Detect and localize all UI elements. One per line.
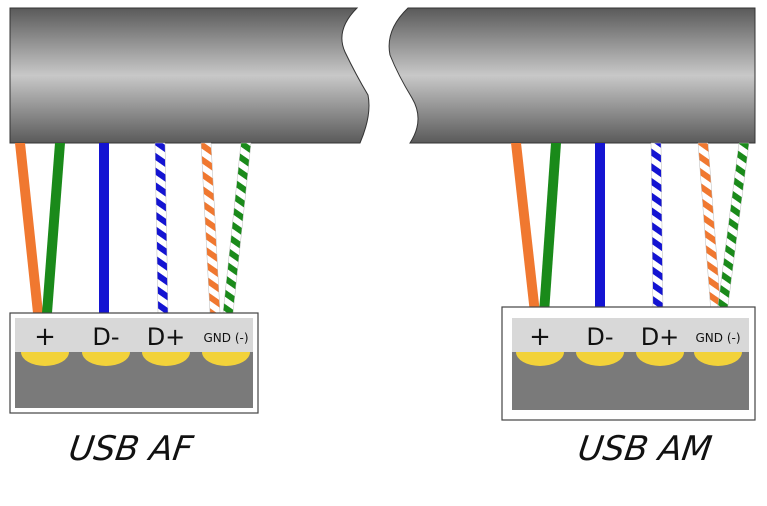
am-pin-plus: + [529, 322, 551, 352]
caption-usb-am: USB AM [576, 429, 715, 469]
cable-jacket-left [9, 7, 370, 144]
wires-left-group [15, 142, 252, 314]
caption-usb-af: USB AF [66, 429, 196, 469]
wire-left-orange [15, 143, 43, 313]
am-pin-gnd: GND (-) [695, 331, 740, 345]
af-pin-gnd: GND (-) [203, 331, 248, 345]
am-pin-dminus: D- [586, 323, 613, 351]
contact-am-2 [636, 352, 684, 366]
wire-left-green [42, 143, 65, 313]
wire-left-green-white [222, 142, 252, 314]
wire-right-blue-white [650, 142, 664, 314]
wire-left-blue [99, 143, 109, 313]
connector-usb-af: + D- D+ GND (-) [9, 312, 259, 414]
am-label-strip [512, 318, 749, 352]
contact-af-1 [82, 352, 130, 366]
cable-jacket-right [388, 7, 756, 144]
contact-af-0 [21, 352, 69, 366]
wire-right-blue [595, 143, 605, 313]
wire-left-orange-white [200, 142, 221, 314]
wires-right-group [511, 142, 750, 314]
wire-right-green-white [716, 142, 750, 314]
wire-left-blue-white [154, 142, 169, 314]
af-pin-dplus: D+ [147, 323, 186, 351]
af-pin-plus: + [34, 322, 56, 352]
af-pin-dminus: D- [92, 323, 119, 351]
contact-af-2 [142, 352, 190, 366]
contact-am-1 [576, 352, 624, 366]
wire-right-orange [511, 143, 540, 313]
am-pin-dplus: D+ [641, 323, 680, 351]
wire-right-green [539, 143, 561, 313]
connector-usb-am: + D- D+ GND (-) [501, 306, 756, 421]
contact-am-3 [694, 352, 742, 366]
contact-af-3 [202, 352, 250, 366]
af-label-strip [15, 318, 253, 352]
wire-right-orange-white [697, 142, 722, 314]
contact-am-0 [516, 352, 564, 366]
